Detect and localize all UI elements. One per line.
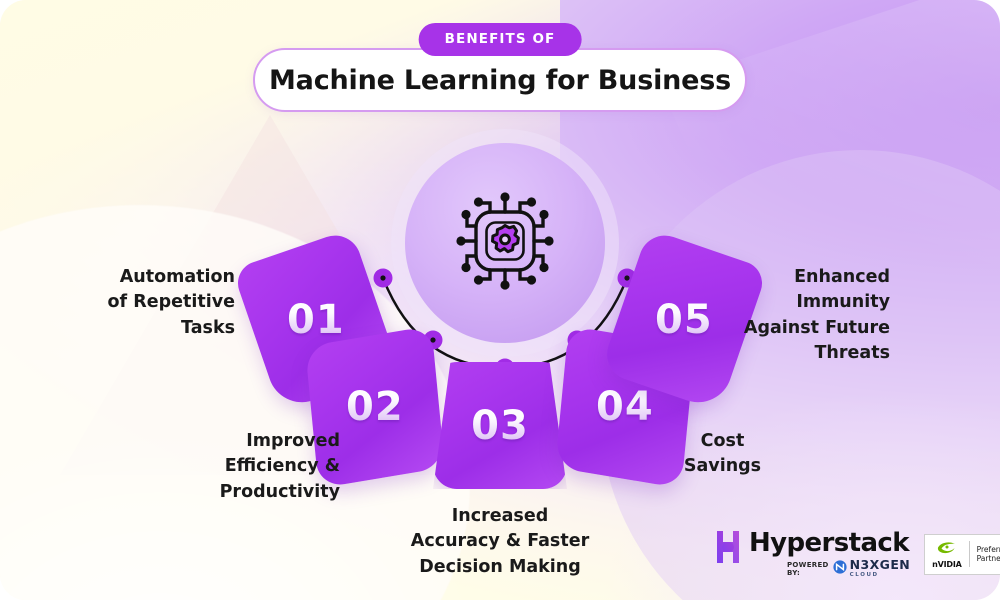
- chip-gear-icon: [446, 182, 564, 304]
- benefit-label-03: Increased Accuracy & Faster Decision Mak…: [410, 506, 590, 577]
- nexgen-wordmark: N3XGEN: [849, 557, 911, 572]
- title-pill: Machine Learning for Business: [253, 48, 747, 112]
- hyperstack-wordmark: Hyperstack: [749, 528, 910, 558]
- benefit-number-02: 02: [346, 384, 404, 431]
- benefit-number-03: 03: [471, 402, 529, 449]
- benefit-label-01: Automation of Repetitive Tasks: [107, 267, 235, 338]
- benefit-label-02: Improved Efficiency & Productivity: [219, 431, 340, 502]
- center-hub: [405, 143, 605, 343]
- benefit-number-01: 01: [287, 297, 345, 344]
- powered-by-label: POWERED BY:: [787, 560, 829, 577]
- benefit-number-04: 04: [596, 383, 654, 430]
- page-title: Machine Learning for Business: [269, 64, 731, 96]
- benefit-label-04: Cost Savings: [683, 431, 762, 477]
- kicker-badge: BENEFITS OF: [418, 23, 582, 56]
- nvidia-eye-icon: [936, 540, 958, 559]
- footer-logos: Hyperstack POWERED BY: N3XGEN CLOUD: [715, 530, 1000, 578]
- benefit-label-05: Enhanced Immunity Against Future Threats: [743, 267, 890, 364]
- hyperstack-mark-icon: [715, 530, 741, 564]
- nexgen-logo[interactable]: N3XGEN CLOUD: [833, 557, 911, 578]
- header: Machine Learning for Business BENEFITS O…: [253, 23, 747, 112]
- benefit-card-03[interactable]: 03: [433, 362, 567, 489]
- nexgen-mark-icon: [833, 559, 847, 578]
- nexgen-sub-label: CLOUD: [849, 571, 879, 578]
- nvidia-wordmark: nVIDIA: [932, 559, 962, 569]
- nvidia-partner-tier: Preferred Partner: [976, 544, 1000, 563]
- benefit-number-05: 05: [655, 296, 713, 343]
- hyperstack-logo[interactable]: Hyperstack POWERED BY: N3XGEN CLOUD: [715, 530, 910, 578]
- badge-divider: [968, 541, 970, 567]
- nvidia-preferred-partner-badge[interactable]: nVIDIA Preferred Partner: [924, 533, 1000, 575]
